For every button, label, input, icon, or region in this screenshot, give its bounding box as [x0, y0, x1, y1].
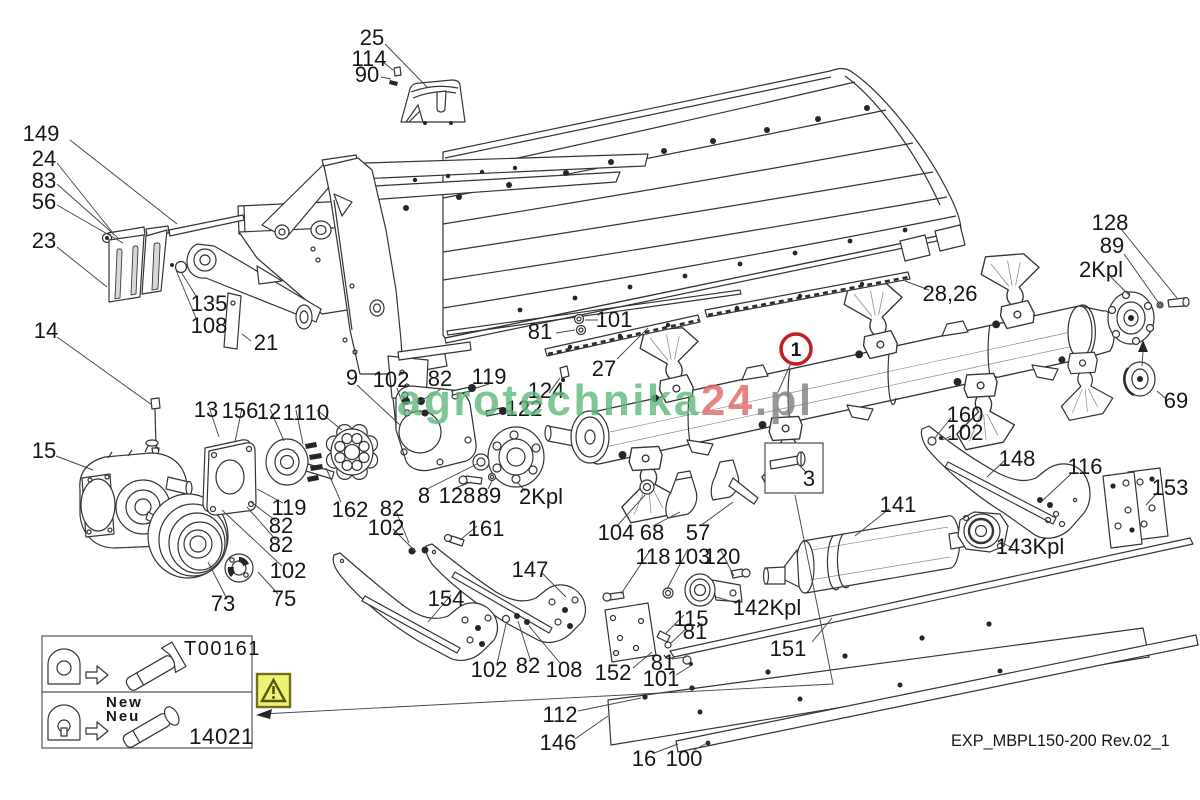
svg-text:68: 68 [640, 520, 664, 545]
svg-text:2Kpl: 2Kpl [1079, 257, 1123, 282]
svg-text:21: 21 [254, 330, 278, 355]
svg-text:27: 27 [592, 356, 616, 381]
svg-text:81: 81 [683, 619, 707, 644]
svg-text:New: New [106, 694, 143, 711]
svg-text:160: 160 [947, 402, 984, 427]
svg-text:agrotechnika24.pl: agrotechnika24.pl [397, 376, 814, 425]
svg-text:115: 115 [673, 606, 708, 631]
svg-text:13: 13 [194, 397, 218, 422]
svg-text:24: 24 [32, 146, 56, 171]
svg-text:81: 81 [651, 650, 675, 675]
svg-text:154: 154 [428, 586, 465, 611]
svg-text:128: 128 [1092, 210, 1129, 235]
svg-text:3: 3 [803, 466, 815, 491]
svg-text:75: 75 [272, 586, 296, 611]
svg-text:EXP_MBPL150-200 Rev.02_1: EXP_MBPL150-200 Rev.02_1 [951, 732, 1170, 750]
svg-text:12: 12 [257, 399, 281, 424]
svg-text:25: 25 [360, 25, 384, 50]
svg-text:151: 151 [770, 636, 807, 661]
svg-text:103: 103 [674, 544, 711, 569]
svg-text:153: 153 [1152, 475, 1189, 500]
svg-text:112: 112 [542, 702, 577, 727]
svg-text:102: 102 [368, 515, 405, 540]
svg-text:161: 161 [468, 516, 505, 541]
svg-text:122: 122 [506, 396, 543, 421]
svg-text:14021: 14021 [189, 724, 254, 749]
svg-text:82: 82 [516, 653, 540, 678]
svg-text:T00161: T00161 [184, 638, 261, 660]
svg-text:83: 83 [32, 168, 56, 193]
svg-text:147: 147 [512, 557, 549, 582]
svg-text:162: 162 [332, 497, 369, 522]
svg-text:143Kpl: 143Kpl [996, 534, 1065, 559]
svg-text:146: 146 [540, 730, 577, 755]
svg-text:89: 89 [1100, 233, 1124, 258]
svg-text:Neu: Neu [106, 708, 140, 725]
svg-text:82: 82 [269, 513, 293, 538]
svg-text:28,26: 28,26 [922, 281, 977, 306]
svg-text:2Kpl: 2Kpl [519, 484, 563, 509]
svg-text:148: 148 [999, 446, 1036, 471]
svg-text:108: 108 [546, 657, 583, 682]
svg-text:120: 120 [704, 544, 741, 569]
svg-text:116: 116 [1067, 454, 1102, 479]
svg-text:128: 128 [439, 483, 476, 508]
svg-text:73: 73 [211, 591, 235, 616]
svg-text:102: 102 [373, 367, 410, 392]
svg-text:57: 57 [686, 520, 710, 545]
svg-text:15: 15 [32, 438, 56, 463]
svg-text:102: 102 [471, 657, 508, 682]
svg-text:69: 69 [1164, 388, 1188, 413]
svg-text:141: 141 [880, 492, 917, 517]
svg-text:14: 14 [34, 318, 58, 343]
svg-text:23: 23 [32, 228, 56, 253]
svg-text:11: 11 [283, 400, 306, 425]
svg-text:100: 100 [666, 746, 703, 771]
svg-text:16: 16 [632, 746, 656, 771]
svg-text:102: 102 [947, 420, 984, 445]
svg-text:135: 135 [191, 291, 228, 316]
svg-text:56: 56 [32, 189, 56, 214]
svg-text:1: 1 [791, 340, 802, 361]
svg-text:101: 101 [596, 307, 633, 332]
svg-text:152: 152 [595, 660, 632, 685]
svg-text:142Kpl: 142Kpl [733, 595, 802, 620]
svg-text:81: 81 [528, 319, 552, 344]
svg-text:114: 114 [351, 46, 386, 71]
svg-text:149: 149 [23, 121, 60, 146]
svg-text:108: 108 [191, 313, 228, 338]
svg-text:9: 9 [346, 365, 358, 390]
svg-text:119: 119 [471, 364, 506, 389]
svg-text:10: 10 [305, 400, 329, 425]
svg-text:89: 89 [477, 483, 501, 508]
svg-text:104: 104 [598, 520, 635, 545]
svg-text:101: 101 [643, 666, 680, 691]
svg-text:119: 119 [271, 495, 306, 520]
svg-text:90: 90 [355, 62, 379, 87]
svg-text:124: 124 [528, 378, 565, 403]
svg-text:102: 102 [270, 558, 307, 583]
svg-text:82: 82 [428, 366, 452, 391]
svg-text:82: 82 [380, 496, 404, 521]
svg-text:82: 82 [269, 532, 293, 557]
svg-text:156: 156 [222, 398, 259, 423]
svg-text:8: 8 [418, 483, 430, 508]
svg-text:118: 118 [635, 544, 670, 569]
